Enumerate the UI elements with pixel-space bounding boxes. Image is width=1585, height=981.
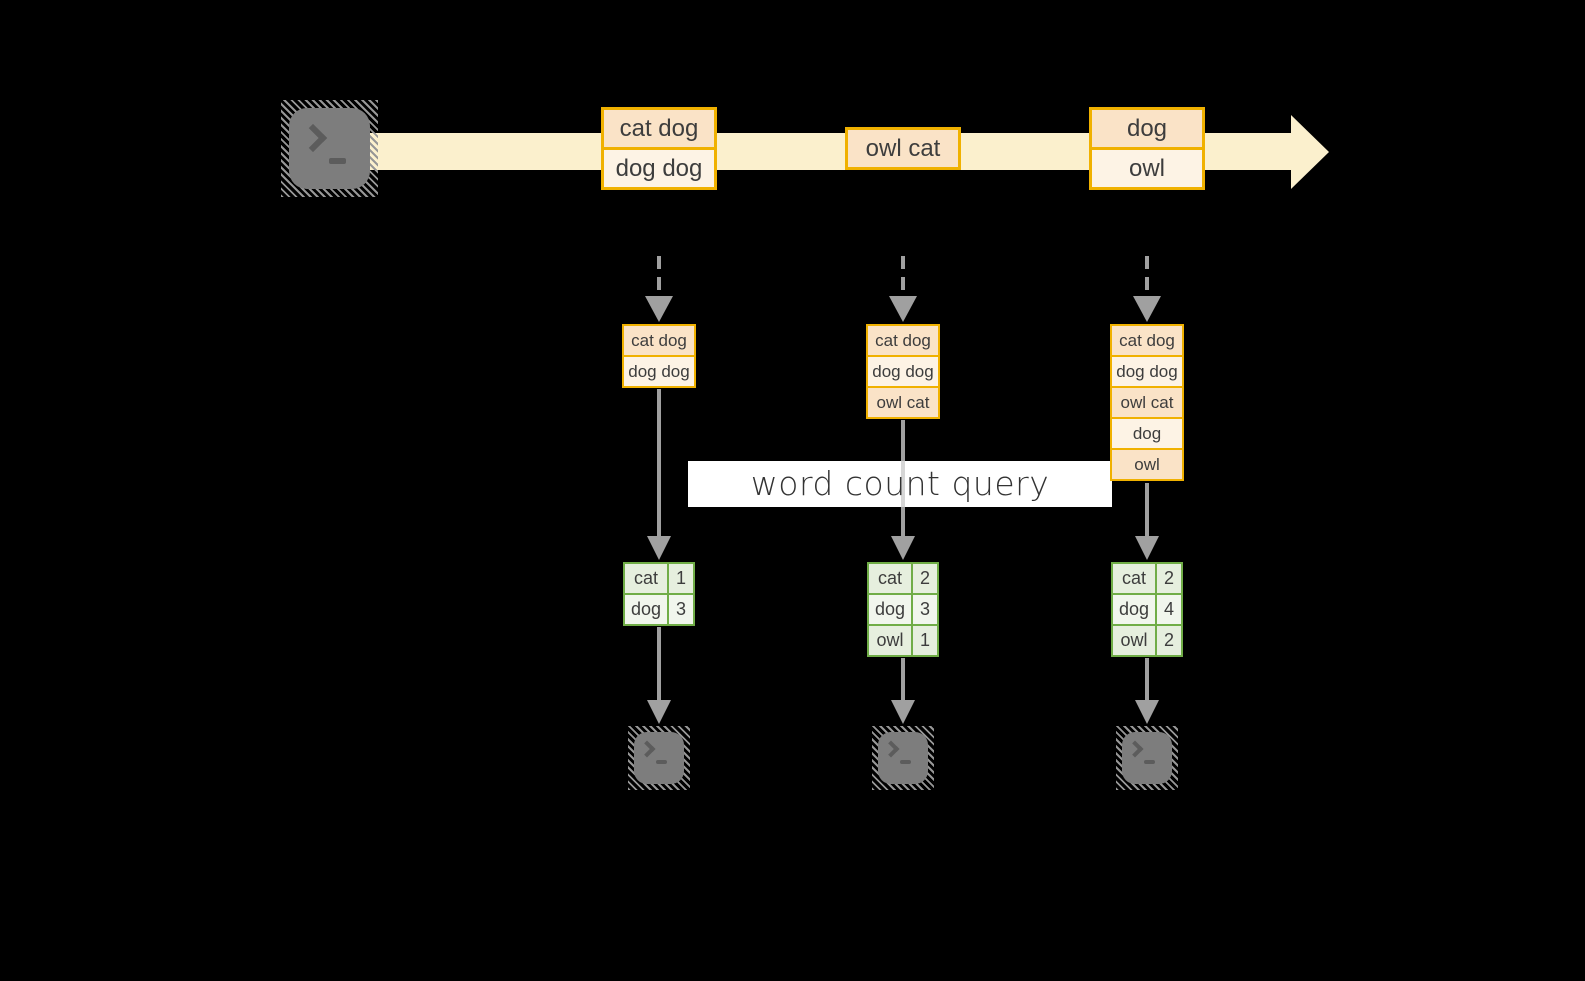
count-cell: 4 — [1155, 595, 1181, 624]
terminal-cursor-icon — [656, 760, 667, 764]
word-cell: dog — [1118, 599, 1150, 619]
query-arrow-head — [891, 536, 915, 560]
query-label-box: word count query — [688, 461, 1112, 507]
terminal-cursor-icon — [329, 158, 346, 164]
word-cell: owl — [1120, 630, 1148, 650]
ingest-arrow-line — [901, 256, 905, 298]
count-row: cat 2 — [1113, 564, 1181, 593]
input-row: owl cat — [1112, 386, 1182, 417]
input-row: dog dog — [1112, 355, 1182, 386]
terminal-screen — [634, 732, 684, 784]
count-row: owl 1 — [869, 624, 937, 655]
terminal-screen — [1122, 732, 1172, 784]
sink-terminal-icon — [1116, 726, 1178, 790]
count-cell: 1 — [911, 626, 937, 655]
input-row: dog dog — [624, 355, 694, 386]
input-row: owl — [1112, 448, 1182, 479]
count-cell: 1 — [667, 564, 693, 593]
query-arrow-head — [647, 536, 671, 560]
ingest-arrow-head — [1133, 296, 1161, 322]
output-arrow-line — [901, 658, 905, 702]
input-row: cat dog — [868, 326, 938, 355]
query-arrow-line — [1145, 483, 1149, 538]
count-row: cat 2 — [869, 564, 937, 593]
stream-record-line: owl — [1092, 147, 1202, 187]
ingest-arrow-head — [645, 296, 673, 322]
sink-terminal-icon — [872, 726, 934, 790]
input-row: dog — [1112, 417, 1182, 448]
query-label: word count query — [750, 464, 1050, 503]
output-arrow-line — [657, 627, 661, 702]
query-arrow-showthrough — [901, 461, 905, 507]
count-cell: 3 — [911, 595, 937, 624]
stream-record: cat dog dog dog — [601, 107, 717, 190]
event-stream-arrowhead — [1291, 115, 1329, 189]
input-batch: cat dog dog dog — [622, 324, 696, 388]
count-row: dog 4 — [1113, 593, 1181, 624]
word-count-table: cat 2 dog 4 owl 2 — [1111, 562, 1183, 657]
query-arrow-line — [657, 389, 661, 538]
word-cell: dog — [874, 599, 906, 619]
word-count-table: cat 2 dog 3 owl 1 — [867, 562, 939, 657]
ingest-arrow-line — [657, 256, 661, 298]
count-row: cat 1 — [625, 564, 693, 593]
stream-record-line: cat dog — [604, 110, 714, 147]
terminal-cursor-icon — [1144, 760, 1155, 764]
stream-record-line: dog dog — [604, 147, 714, 187]
count-cell: 3 — [667, 595, 693, 624]
stream-record: dog owl — [1089, 107, 1205, 190]
stream-record-line: dog — [1092, 110, 1202, 147]
query-arrow-head — [1135, 536, 1159, 560]
input-row: cat dog — [624, 326, 694, 355]
stream-record-line: owl cat — [848, 130, 958, 167]
output-arrow-head — [891, 700, 915, 724]
count-cell: 2 — [1155, 626, 1181, 655]
count-cell: 2 — [911, 564, 937, 593]
terminal-screen — [878, 732, 928, 784]
stream-record: owl cat — [845, 127, 961, 170]
word-cell: cat — [1121, 568, 1146, 588]
input-row: cat dog — [1112, 326, 1182, 355]
terminal-screen — [289, 108, 370, 189]
source-terminal-icon — [281, 100, 378, 197]
output-arrow-line — [1145, 658, 1149, 702]
ingest-arrow-line — [1145, 256, 1149, 298]
count-row: dog 3 — [625, 593, 693, 624]
sink-terminal-icon — [628, 726, 690, 790]
count-row: dog 3 — [869, 593, 937, 624]
output-arrow-head — [1135, 700, 1159, 724]
word-cell: cat — [877, 568, 902, 588]
terminal-cursor-icon — [900, 760, 911, 764]
count-row: owl 2 — [1113, 624, 1181, 655]
word-cell: cat — [633, 568, 658, 588]
count-cell: 2 — [1155, 564, 1181, 593]
input-batch: cat dog dog dog owl cat — [866, 324, 940, 419]
ingest-arrow-head — [889, 296, 917, 322]
word-cell: dog — [630, 599, 662, 619]
word-count-table: cat 1 dog 3 — [623, 562, 695, 626]
input-row: owl cat — [868, 386, 938, 417]
input-row: dog dog — [868, 355, 938, 386]
input-batch: cat dog dog dog owl cat dog owl — [1110, 324, 1184, 481]
word-cell: owl — [876, 630, 904, 650]
output-arrow-head — [647, 700, 671, 724]
